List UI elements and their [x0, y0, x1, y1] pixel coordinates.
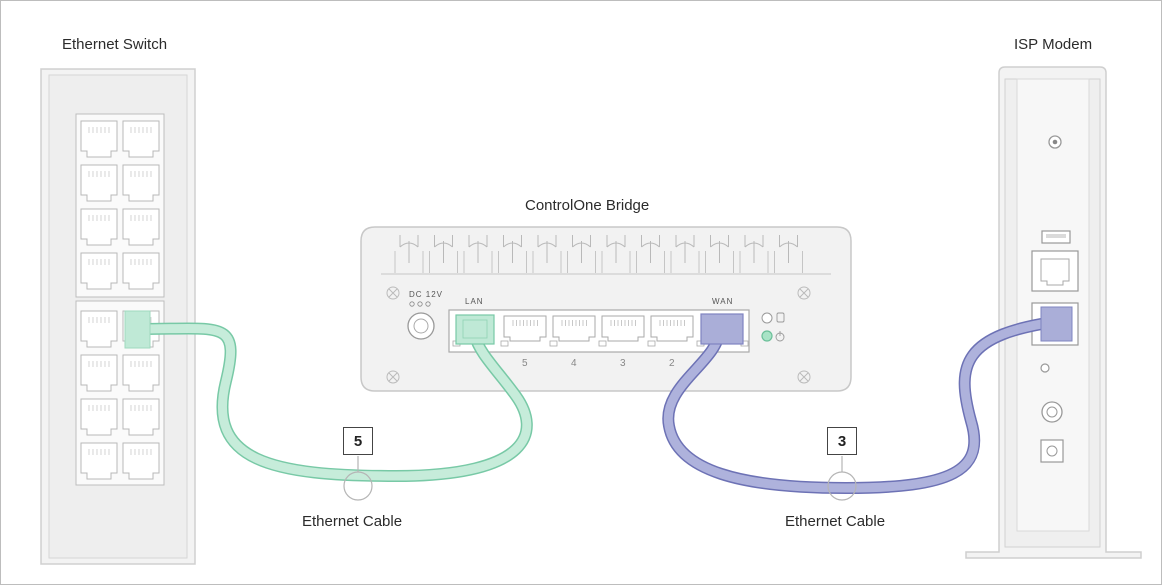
switch-title: Ethernet Switch: [62, 36, 168, 53]
power-label: DC 12V: [409, 290, 444, 299]
step-badge-right: 3: [827, 427, 857, 455]
switch-port: [80, 164, 118, 202]
screw: [797, 370, 811, 384]
cooling-fin: [498, 235, 527, 273]
switch-port: [122, 442, 160, 480]
cooling-fin: [429, 235, 458, 273]
switch-port: [122, 354, 160, 392]
bridge-port: [601, 315, 645, 342]
cooling-fin: [774, 235, 803, 273]
switch-port: [122, 398, 160, 436]
switch-port: [122, 120, 160, 158]
screw: [386, 286, 400, 300]
green-ethernet-cable: [124, 310, 533, 483]
callout-right: [827, 456, 857, 501]
switch-ports: [80, 120, 160, 480]
port-number-2: 2: [669, 358, 675, 369]
modem-lan-port: [1031, 250, 1079, 292]
step-badge-left: 5: [343, 427, 373, 455]
cooling-fin: [532, 235, 562, 273]
status-leds: [761, 312, 785, 342]
switch-port: [80, 310, 118, 348]
switch-port: [80, 398, 118, 436]
switch-port: [122, 252, 160, 290]
cooling-fin: [636, 235, 665, 273]
bridge-title: ControlOne Bridge: [525, 197, 650, 214]
switch-port: [80, 208, 118, 246]
switch-port: [122, 208, 160, 246]
switch-port: [122, 164, 160, 202]
port-led: [598, 340, 607, 347]
bridge-port: [650, 315, 694, 342]
switch-port: [80, 120, 118, 158]
screw: [797, 286, 811, 300]
switch-port: [80, 442, 118, 480]
port-number-3: 3: [620, 358, 626, 369]
switch-port: [80, 252, 118, 290]
cooling-fin: [463, 235, 493, 273]
wan-label: WAN: [712, 297, 734, 306]
cooling-fin: [567, 235, 596, 273]
port-number-4: 4: [571, 358, 577, 369]
port-led: [500, 340, 509, 347]
port-led: [647, 340, 656, 347]
cooling-fin: [670, 235, 700, 273]
cooling-fin: [739, 235, 769, 273]
bridge-ports: [452, 315, 749, 347]
port-led: [549, 340, 558, 347]
screw: [386, 370, 400, 384]
bridge-port: [503, 315, 547, 342]
ethernet-switch: [40, 68, 196, 565]
cooling-fin: [601, 235, 631, 273]
lan-label: LAN: [465, 297, 484, 306]
port-number-5: 5: [522, 358, 528, 369]
switch-port: [80, 354, 118, 392]
callout-left: [343, 456, 373, 501]
isp-modem: [965, 66, 1142, 559]
cooling-fins: [394, 235, 803, 273]
cable-label-left: Ethernet Cable: [302, 513, 403, 530]
controlone-bridge: [360, 226, 852, 392]
cooling-fin: [394, 235, 424, 273]
cooling-fin: [705, 235, 734, 273]
power-jack: [407, 301, 435, 340]
bridge-port: [552, 315, 596, 342]
modem-title: ISP Modem: [1014, 36, 1093, 53]
cable-label-right: Ethernet Cable: [785, 513, 886, 530]
purple-ethernet-cable: [662, 306, 1073, 495]
